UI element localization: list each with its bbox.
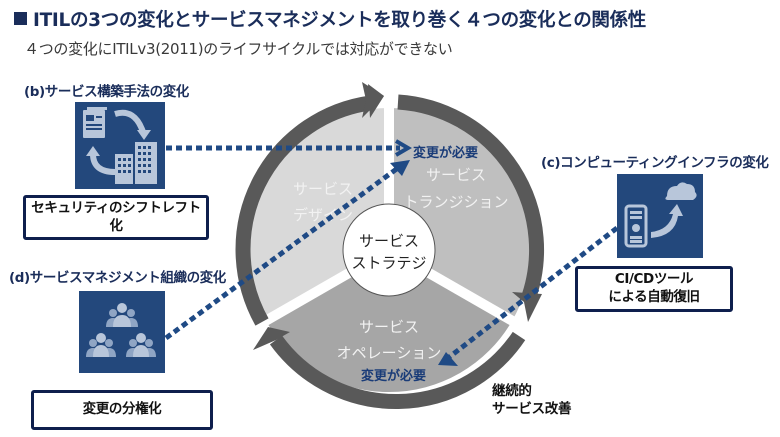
change-b-category: (b)サービス構築手法の変化 <box>24 84 189 100</box>
strategy-label-1: サービス <box>359 232 419 250</box>
transition-label-2: トランジション <box>403 193 508 211</box>
document-building-cycle-icon <box>83 107 157 184</box>
cycle-arrowhead-transition <box>512 292 542 322</box>
connector-d-arrowhead <box>390 160 410 176</box>
people-groups-icon <box>86 303 156 357</box>
page-subtitle: ４つの変化にITILv3(2011)のライフサイクルでは対応ができない <box>24 40 453 58</box>
cycle-arrow-transition <box>397 94 544 305</box>
change-c-result-line2: による自動復旧 <box>608 289 700 305</box>
change-c-result-line1: CI/CDツール <box>614 271 694 288</box>
change-c-result-box: CI/CDツール による自動復旧 <box>575 266 733 312</box>
operation-label-2: オペレーション <box>337 344 442 362</box>
design-label-1: サービス <box>293 180 353 198</box>
change-d-result-box: 変更の分権化 <box>31 390 213 430</box>
connector-c-to-operation <box>446 226 619 360</box>
change-d-category: (d)サービスマネジメント組織の変化 <box>9 270 226 286</box>
page-title: ITILの3つの変化とサービスマネジメントを取り巻く４つの変化との関係性 <box>14 6 646 32</box>
connector-c-arrowhead <box>438 352 458 366</box>
square-bullet-icon <box>14 12 27 25</box>
connector-b-arrowhead <box>394 139 412 157</box>
change-b-result-box: セキュリティのシフトレフト化 <box>23 195 209 240</box>
operation-label-1: サービス <box>359 318 419 336</box>
cycle-arrow-operation <box>269 331 526 410</box>
server-cloud-icon <box>624 182 697 248</box>
connector-d-to-transition <box>164 162 404 341</box>
csi-label: 継続的 サービス改善 <box>492 382 572 418</box>
cycle-arrow-design <box>235 95 372 326</box>
change-d-icon-box <box>79 291 165 373</box>
cycle-arrowhead-operation <box>253 327 290 350</box>
page-title-text: ITILの3つの変化とサービスマネジメントを取り巻く４つの変化との関係性 <box>33 10 647 31</box>
change-d-result-text: 変更の分権化 <box>82 401 162 418</box>
csi-label-line1: 継続的 <box>492 383 532 399</box>
change-b-icon-box <box>75 102 165 189</box>
csi-label-line2: サービス改善 <box>492 401 572 418</box>
operation-change-needed: 変更が必要 <box>361 368 426 384</box>
cycle-arrowhead-design-body <box>362 82 384 118</box>
strategy-circle <box>342 203 436 297</box>
change-c-icon-box <box>617 174 703 258</box>
transition-change-needed: 変更が必要 <box>413 145 478 161</box>
change-c-category: (c)コンピューティングインフラの変化 <box>541 155 769 171</box>
strategy-label-2: ストラテジ <box>351 254 426 272</box>
change-b-result-text: セキュリティのシフトレフト化 <box>31 199 201 234</box>
transition-label-1: サービス <box>426 166 486 184</box>
